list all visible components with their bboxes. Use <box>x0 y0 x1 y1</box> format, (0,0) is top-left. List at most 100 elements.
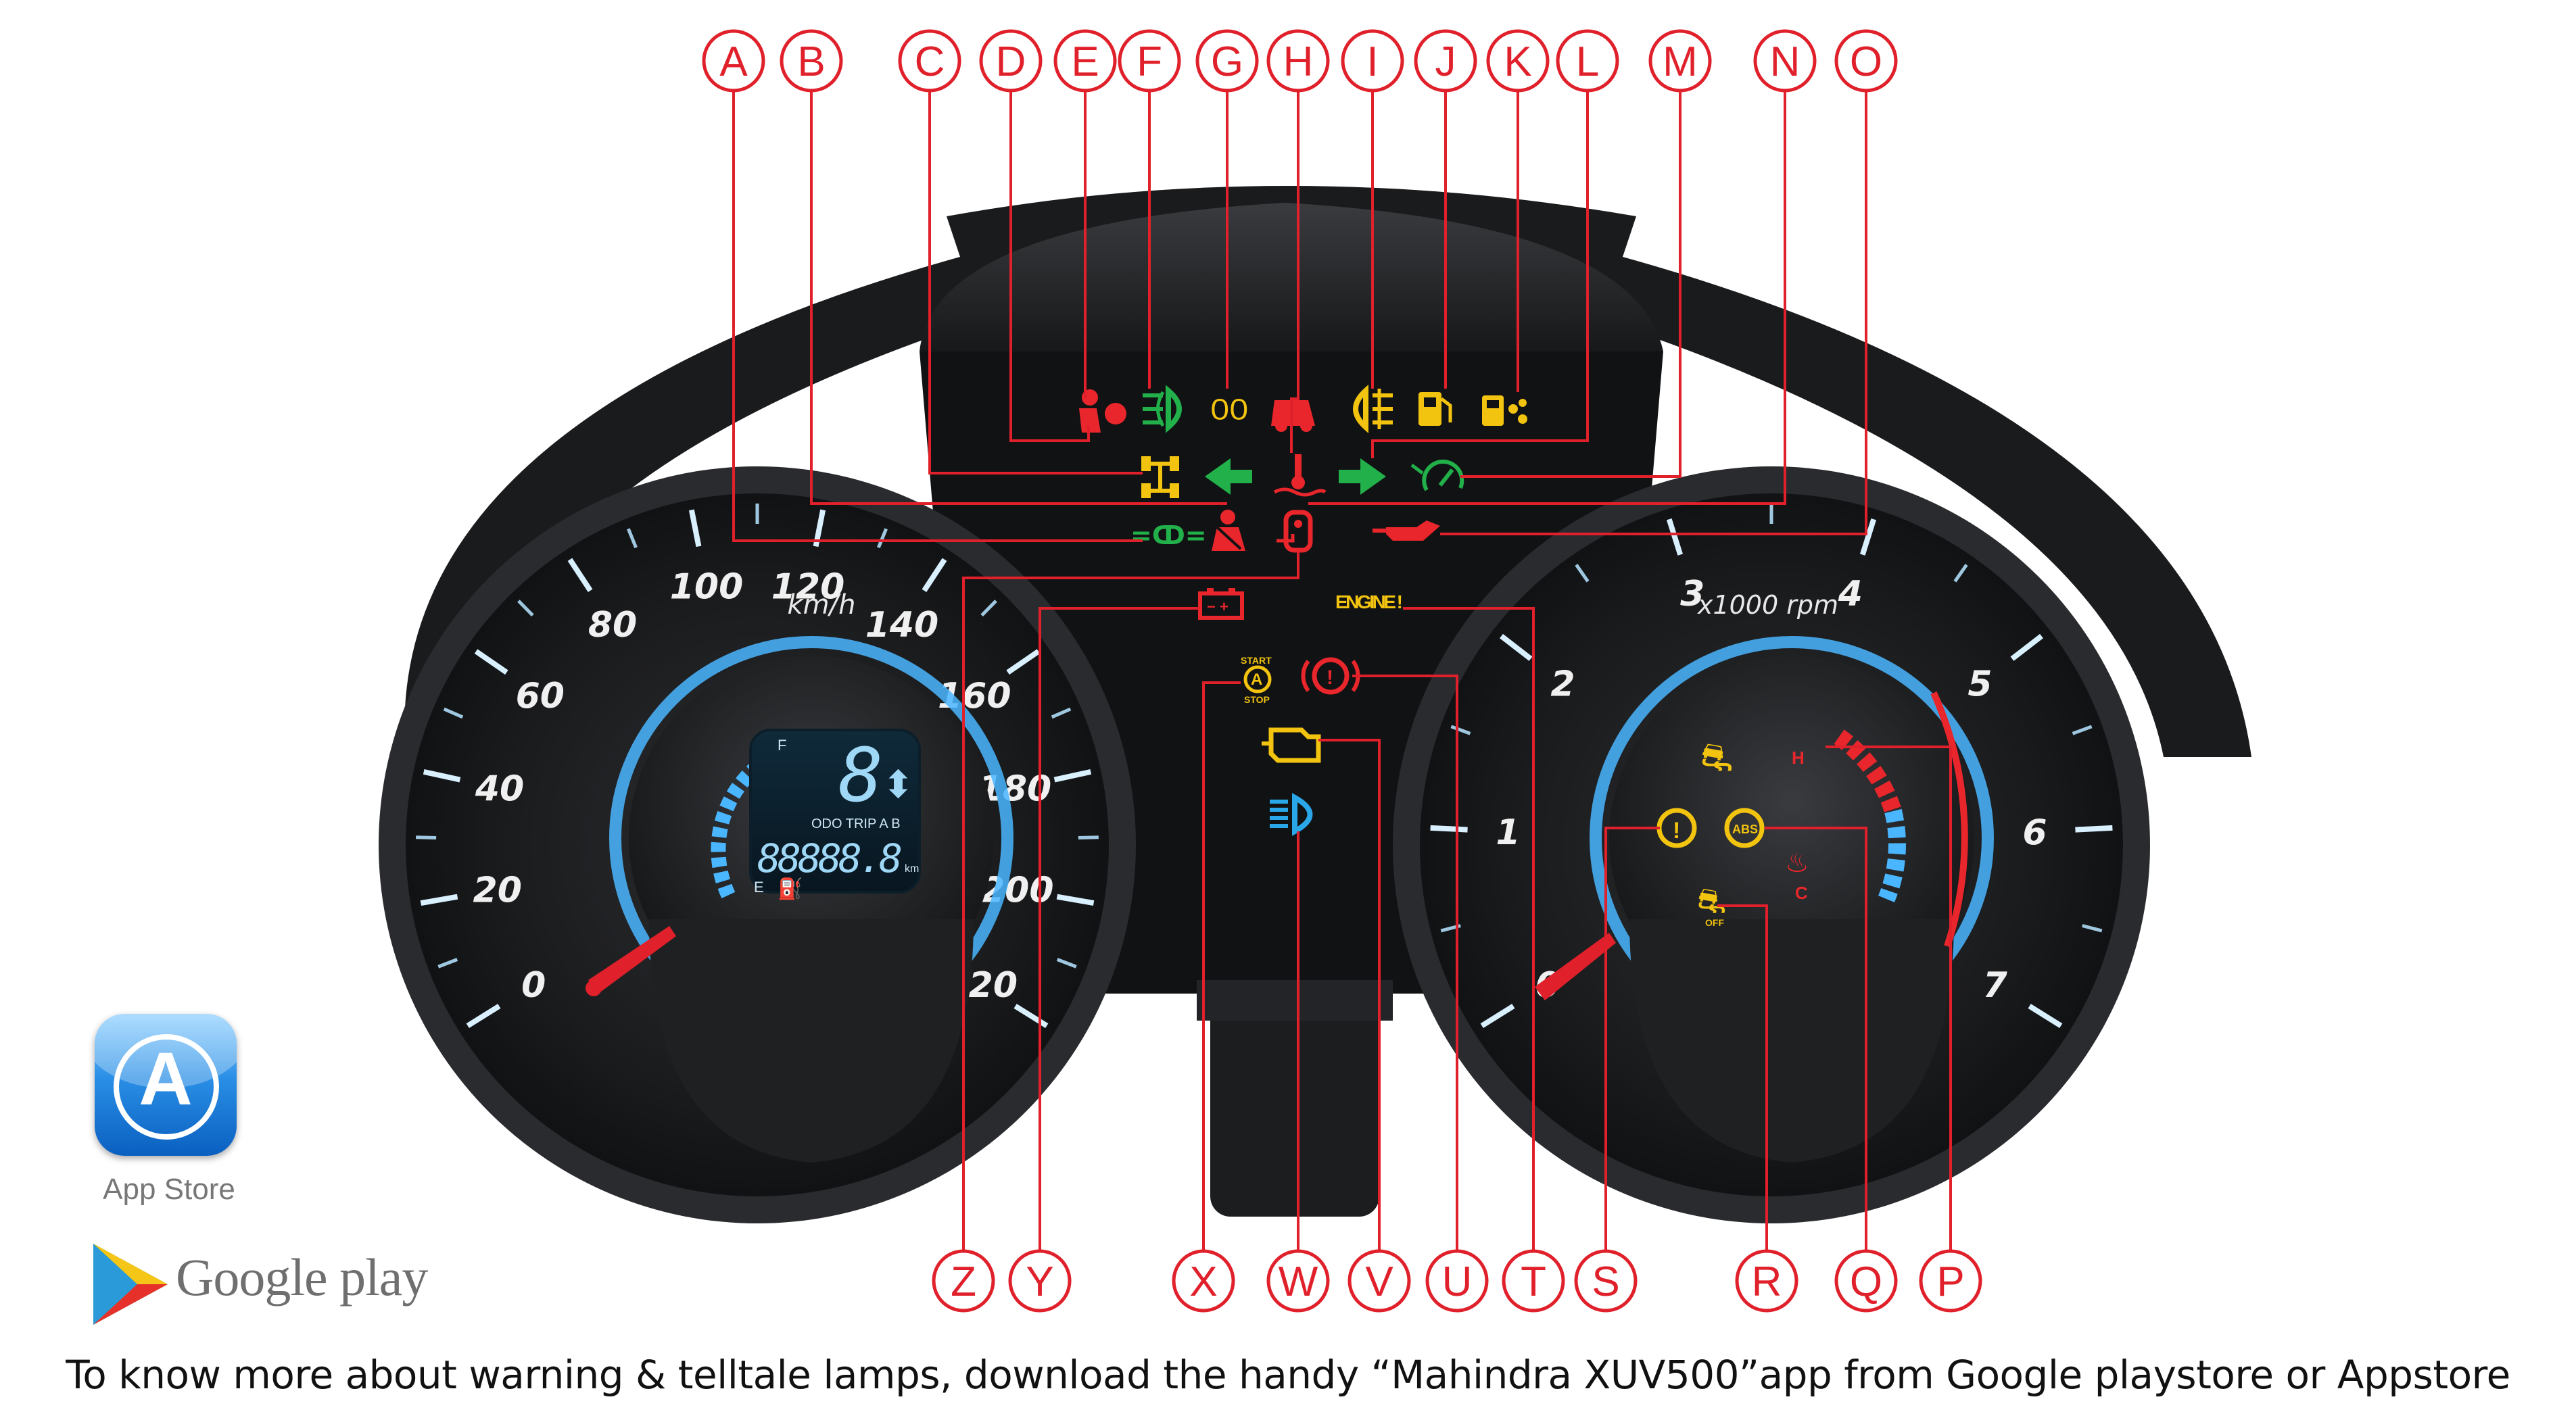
tachometer-tick-label: 1 <box>1496 812 1520 853</box>
speedometer-tick-label: 80 <box>588 605 637 645</box>
callout-letter: A <box>719 39 748 85</box>
callout-letter: B <box>797 39 825 85</box>
speedometer-major-tick <box>466 1004 501 1029</box>
esp-warning-icon: ⛐ <box>1700 736 1733 780</box>
rear-fog-lamp-icon <box>1353 385 1393 433</box>
speedometer-minor-tick <box>1051 707 1072 719</box>
fuel-empty-label: E <box>754 879 764 896</box>
tachometer-major-tick <box>1500 633 1533 661</box>
callout-g: G <box>1195 29 1259 93</box>
callout-circle <box>1834 29 1898 93</box>
callout-q: Q <box>1834 1249 1898 1313</box>
app-store-icon[interactable]: A <box>95 1014 237 1156</box>
callout-circle <box>979 29 1043 93</box>
leader-q <box>1765 827 1867 1254</box>
leader-p <box>1826 746 1952 1254</box>
leader-a <box>732 84 1143 542</box>
seat-belt-warning-icon <box>1212 510 1245 551</box>
callout-circle <box>1502 1249 1565 1313</box>
callout-r: R <box>1735 1249 1798 1313</box>
speedometer-tick-label: 120 <box>771 566 845 607</box>
shift-arrows-icon: ⬍ <box>882 763 914 807</box>
position-lamp-icon: =ↀ= <box>1130 520 1207 550</box>
leader-d <box>1009 84 1090 442</box>
callout-circle <box>1053 29 1117 93</box>
leader-n <box>1308 84 1786 505</box>
app-store-ring <box>114 1034 219 1140</box>
app-store-label: App Store <box>103 1173 235 1206</box>
tachometer-minor-tick <box>1953 564 1968 583</box>
leader-l <box>1371 84 1589 458</box>
callout-n: N <box>1753 29 1817 93</box>
google-play-label: Google play <box>176 1248 428 1307</box>
speedometer-needle <box>588 926 676 994</box>
leader-m <box>1460 84 1681 478</box>
speedometer-minor-tick <box>1056 958 1077 969</box>
speedometer-minor-tick <box>877 528 888 549</box>
callout-c: C <box>898 29 961 93</box>
callout-e: E <box>1053 29 1117 93</box>
speedometer-major-tick <box>1013 1004 1049 1029</box>
callout-circle <box>1266 29 1330 93</box>
tachometer-tick-label: 2 <box>1550 664 1575 705</box>
callout-letter: U <box>1442 1259 1473 1305</box>
odo-trip-mode: ODO TRIP A B <box>811 816 901 831</box>
tachometer-hub: H C ♨ ⛐ ! ABS ⛐ OFF <box>1590 636 1994 1163</box>
callout-circle <box>1414 29 1477 93</box>
callout-letter: G <box>1211 39 1243 85</box>
callout-letter: Z <box>951 1259 976 1305</box>
tachometer-minor-tick <box>2082 924 2103 933</box>
tachometer-tick-label: 6 <box>2022 812 2047 853</box>
speedometer-major-tick <box>688 509 702 547</box>
speedometer-hub: F E 8 ⬍ ODO TRIP A B 88888.8 km ⛽ <box>609 636 1013 1163</box>
callout-circle <box>1195 29 1259 93</box>
speedometer-major-tick <box>423 769 461 783</box>
google-play-badge[interactable] <box>87 1234 452 1335</box>
callout-letter: K <box>1504 39 1531 85</box>
callout-circle <box>1574 1249 1638 1313</box>
tachometer-unit: x1000 rpm <box>1697 590 1838 620</box>
callout-letter: S <box>1592 1259 1619 1305</box>
turn-right-indicator-icon <box>1339 458 1386 495</box>
speedometer-major-tick <box>567 558 593 592</box>
svg-text:START: START <box>1241 655 1272 666</box>
turn-left-indicator-icon <box>1205 458 1252 495</box>
speedometer-major-tick <box>922 558 947 592</box>
speedometer-minor-tick <box>416 835 437 839</box>
esp-off-icon: ⛐ OFF <box>1697 881 1726 928</box>
callout-letter: D <box>996 39 1026 85</box>
speedometer-major-tick <box>474 649 508 675</box>
abs-warning-icon: ABS <box>1724 808 1765 848</box>
callout-j: J <box>1414 29 1477 93</box>
callout-o: O <box>1834 29 1898 93</box>
leader-h <box>1290 84 1299 453</box>
callout-p: P <box>1919 1249 1982 1313</box>
tachometer-major-tick <box>2010 633 2043 661</box>
callout-letter: W <box>1279 1259 1318 1305</box>
tachometer-tick-label: 7 <box>1983 965 2008 1006</box>
speedometer-minor-tick <box>437 958 458 969</box>
leader-y <box>1039 607 1200 1254</box>
callout-f: F <box>1118 29 1181 93</box>
key-immobilizer-icon <box>1277 510 1313 553</box>
svg-text:=ↀ=: =ↀ= <box>1130 520 1207 550</box>
callout-letter: V <box>1365 1259 1393 1305</box>
tachometer-major-tick <box>1666 518 1684 556</box>
temp-cold-label: C <box>1795 883 1808 903</box>
tachometer-minor-tick <box>1450 725 1471 735</box>
odometer-readout: 88888.8 <box>757 835 903 881</box>
svg-text:⛐: ⛐ <box>1697 881 1726 921</box>
speedometer-minor-tick <box>443 707 464 719</box>
callout-circle <box>1347 1249 1411 1313</box>
callout-letter: C <box>915 39 945 85</box>
door-open-icon <box>1271 400 1315 432</box>
leader-x <box>1202 681 1241 1254</box>
engine-warning-lamp: ENGINE ! <box>1335 591 1403 612</box>
leader-z <box>962 551 1299 1254</box>
four-wheel-drive-icon <box>1141 456 1179 498</box>
callout-circle <box>1425 1249 1489 1313</box>
tachometer-major-tick <box>2028 1004 2063 1029</box>
speedometer-tick-label: 60 <box>516 676 565 716</box>
callout-k: K <box>1486 29 1550 93</box>
app-store-glyph-icon: A <box>139 1038 193 1121</box>
